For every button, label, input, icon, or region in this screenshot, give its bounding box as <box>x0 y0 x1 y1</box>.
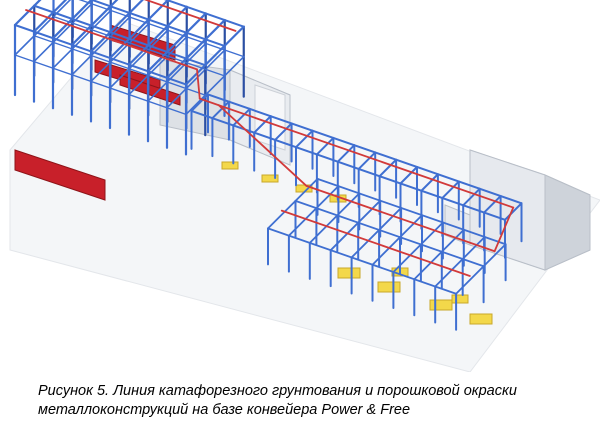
caption-line-1: Рисунок 5. Линия катафорезного грунтован… <box>38 383 517 399</box>
conveyor-rails <box>25 0 515 277</box>
conveyor-rail <box>305 184 496 253</box>
conveyor-line-illustration <box>9 0 600 372</box>
frame-longitudinal <box>163 0 245 28</box>
frame-beam <box>146 12 207 73</box>
support-crossbeam <box>399 166 418 185</box>
unload-beam <box>455 243 507 295</box>
support-crossbeam <box>357 151 377 170</box>
support-crossbeam <box>378 158 398 178</box>
conveyor-rail <box>198 97 515 209</box>
support-crossbeam <box>441 180 460 200</box>
frame-beam <box>52 9 112 69</box>
frame-beam <box>109 29 169 89</box>
support-crossbeam <box>462 187 481 207</box>
frame-longitudinal <box>89 0 226 47</box>
support-crossbeam <box>253 115 272 134</box>
support-crossbeam <box>295 129 314 149</box>
support-crossbeam <box>336 144 356 163</box>
support-crossbeam <box>483 195 502 214</box>
frame-beam <box>13 0 42 27</box>
conveyor-rail <box>493 206 515 253</box>
frame-longitudinal <box>14 24 187 86</box>
frame-beam <box>70 0 119 46</box>
support-runner <box>207 93 523 205</box>
unload-runner <box>294 199 485 268</box>
frame-beam <box>185 55 245 116</box>
grey-booths <box>159 59 591 271</box>
frame-beam <box>90 22 150 83</box>
caption-line-2: металлоконструкций на базе конвейера Pow… <box>38 402 411 418</box>
frame-longitudinal <box>33 35 206 96</box>
frame-beam <box>51 0 93 40</box>
conveyor-rail <box>143 0 237 32</box>
frame-longitudinal <box>14 54 187 116</box>
frame-longitudinal <box>52 15 226 77</box>
support-crossbeam <box>211 100 230 120</box>
frame-beam <box>128 36 188 96</box>
conveyor-rail <box>280 209 471 277</box>
frame-beam <box>166 49 226 109</box>
frame-beam <box>71 16 131 76</box>
frame-beam <box>165 18 226 79</box>
conveyor-rail <box>217 104 308 187</box>
plant-3d-drawing <box>9 0 600 372</box>
frame-longitudinal <box>78 0 245 58</box>
support-crossbeam <box>232 107 251 127</box>
support-crossbeam <box>274 122 293 141</box>
frame-beam <box>32 0 68 33</box>
support-crossbeam <box>315 136 335 156</box>
support-crossbeam <box>504 202 523 221</box>
unload-runner <box>267 227 458 295</box>
figure-caption: Рисунок 5. Линия катафорезного грунтован… <box>38 382 594 420</box>
frame-beam <box>33 3 93 63</box>
frame-beam <box>147 42 207 102</box>
conveyor-rail <box>196 68 201 100</box>
frame-longitudinal <box>33 4 207 67</box>
unload-runner <box>316 177 507 246</box>
frame-beam <box>184 25 245 86</box>
frame-beam <box>108 0 169 60</box>
support-crossbeam <box>190 93 209 112</box>
frame-beam <box>127 5 188 66</box>
frame-beam <box>89 0 144 53</box>
frame-beam <box>14 0 72 56</box>
support-crossbeam <box>420 173 439 192</box>
conveyor-rail <box>25 9 198 71</box>
